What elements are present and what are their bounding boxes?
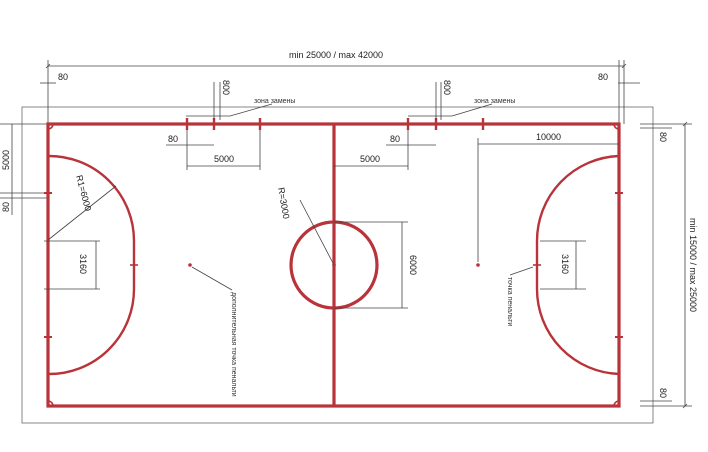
right-penalty-area xyxy=(535,154,620,376)
right-distance-label: 10000 xyxy=(536,132,561,142)
left-5000-label: 5000 xyxy=(1,150,11,170)
penalty-radius-line xyxy=(47,185,117,241)
sub-zone-right-label: зона замены xyxy=(474,98,515,105)
sub-zone-right-distance-label: 5000 xyxy=(360,154,380,164)
left-penalty-area xyxy=(47,154,136,376)
penalty-radius-label: R1=6000 xyxy=(74,174,93,212)
center-radius-line xyxy=(299,199,335,266)
clearance-right-lower-label: 80 xyxy=(658,388,668,398)
sub-zone-right-offset-label: 80 xyxy=(390,134,400,144)
clearance-top-left-label: 80 xyxy=(58,72,68,82)
sub-zone-right-width-label: 800 xyxy=(442,80,452,95)
length-label: min 25000 / max 42000 xyxy=(289,50,383,60)
right-extra-penalty-spot xyxy=(476,263,480,267)
center-radius-label: R=3000 xyxy=(276,187,291,220)
right-penalty-width-label: 3160 xyxy=(560,254,570,274)
left-extra-penalty-spot xyxy=(188,263,192,267)
penalty-width-label: 3160 xyxy=(78,254,88,274)
outer-boundary xyxy=(21,106,654,424)
sub-zone-left-distance-label: 5000 xyxy=(214,154,234,164)
sub-zone-left-label: зона замены xyxy=(254,98,295,105)
clearance-left-label: 80 xyxy=(1,202,11,212)
extra-penalty-label: дополнительная точка пенальти xyxy=(230,292,237,397)
center-diameter-label: 6000 xyxy=(408,255,418,275)
clearance-top-right-label: 80 xyxy=(598,72,608,82)
penalty-mark-label: точка пенальти xyxy=(506,277,513,326)
sub-zone-left-width-label: 800 xyxy=(221,80,231,95)
width-label: min 15000 / max 25000 xyxy=(688,218,698,312)
sub-zone-left-offset-label: 80 xyxy=(168,134,178,144)
clearance-right-upper-label: 80 xyxy=(658,132,668,142)
